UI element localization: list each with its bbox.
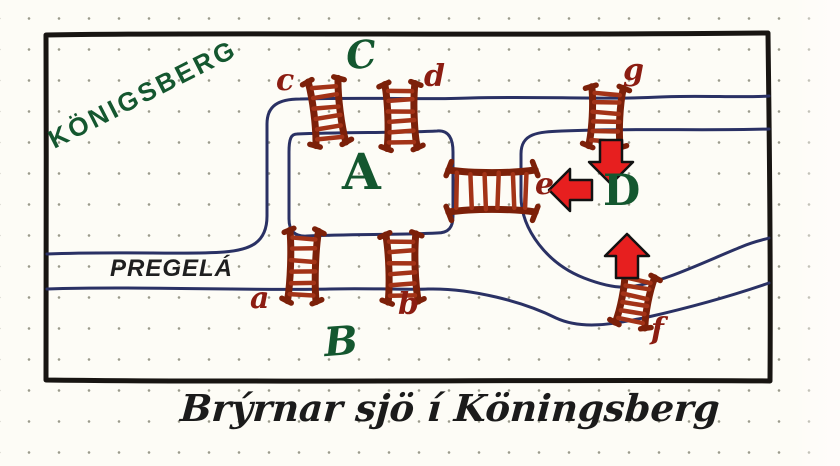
figure-caption: Brýrnar sjö í Köningsberg bbox=[178, 386, 722, 430]
region-label-a: A bbox=[342, 142, 381, 201]
island-a-outline bbox=[287, 129, 455, 238]
river-label: PREGELÁ bbox=[110, 255, 234, 282]
down-arrow-icon bbox=[587, 138, 635, 186]
map-frame bbox=[43, 30, 773, 384]
bridge-label-c: c bbox=[276, 63, 295, 98]
up-arrow-icon bbox=[603, 232, 651, 280]
left-arrow-icon bbox=[547, 167, 594, 213]
region-label-d: D bbox=[603, 166, 641, 216]
bridge-label-g: g bbox=[623, 53, 644, 88]
bridge-e bbox=[446, 162, 538, 221]
bridge-label-b: b bbox=[398, 287, 419, 322]
region-d-outline bbox=[519, 127, 771, 289]
region-label-c: C bbox=[343, 30, 379, 79]
bridge-label-a: a bbox=[250, 281, 270, 316]
river-south-bank bbox=[45, 281, 771, 327]
bridge-label-d: d bbox=[424, 59, 445, 94]
bridge-a bbox=[282, 228, 324, 304]
region-label-b: B bbox=[322, 316, 360, 367]
bridge-c bbox=[302, 76, 352, 149]
bridge-label-f: f bbox=[651, 312, 664, 347]
bridge-label-e: e bbox=[535, 167, 555, 202]
bridge-d bbox=[379, 81, 423, 150]
